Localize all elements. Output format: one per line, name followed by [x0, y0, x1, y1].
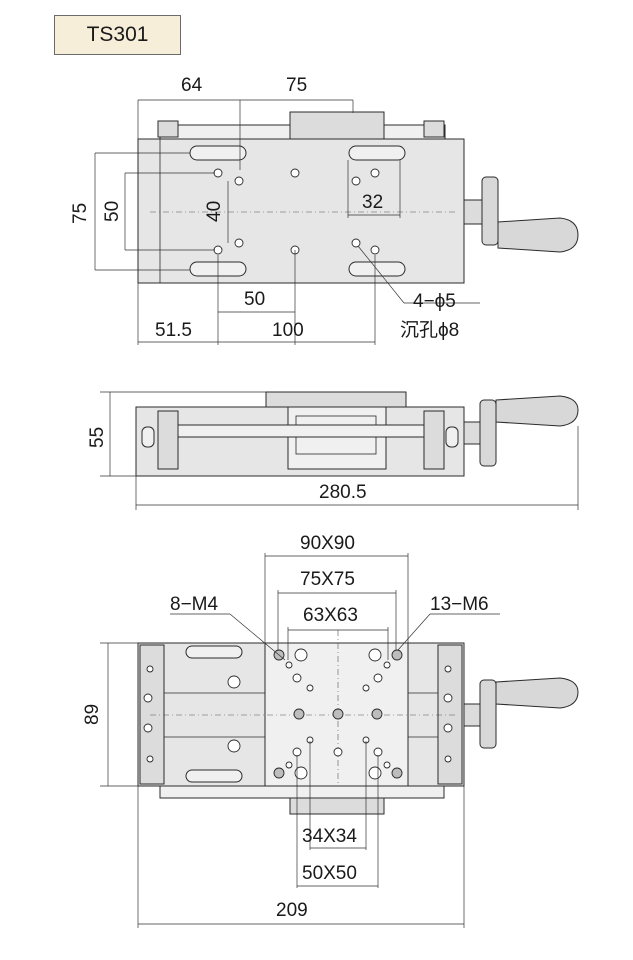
- dim-75-width: 75: [286, 75, 307, 96]
- bottom-handle-shaft: [463, 703, 481, 727]
- bottom-slot-bottom: [185, 769, 243, 783]
- dim-55: 55: [87, 427, 108, 448]
- stage-body-top: [137, 138, 465, 284]
- callout-8-m4: 8−M4: [170, 594, 218, 615]
- dim-50-height: 50: [102, 201, 123, 222]
- dim-209: 209: [276, 900, 308, 921]
- side-carriage-top: [265, 391, 407, 409]
- handle-grip: [497, 217, 579, 253]
- top-holes: [213, 168, 380, 255]
- bottom-holes: [143, 648, 453, 780]
- slot-tl: [189, 145, 247, 161]
- lead-screw: [177, 424, 429, 438]
- rail-end-left: [157, 120, 179, 138]
- dim-64: 64: [181, 75, 203, 96]
- dim-75-height: 75: [70, 203, 91, 224]
- bottom-slot-top: [185, 645, 243, 659]
- bottom-end-right: [437, 644, 463, 785]
- dim-40: 40: [204, 201, 225, 222]
- handle-wheel: [481, 176, 499, 246]
- dim-89: 89: [82, 704, 103, 725]
- dim-32: 32: [362, 192, 383, 213]
- end-block-left: [157, 410, 179, 470]
- side-carriage: [287, 406, 387, 470]
- rail-end-right: [423, 120, 445, 138]
- top-view: 64 75 75 50 40 32 50 51.5 100 4−ϕ5 沉孔ϕ8: [70, 75, 579, 345]
- dim-100: 100: [272, 320, 304, 341]
- bottom-rail: [159, 785, 445, 799]
- dim-50x50: 50X50: [302, 863, 357, 884]
- dim-63x63: 63X63: [303, 605, 358, 626]
- hole-callout-counterbore: 沉孔ϕ8: [400, 319, 459, 341]
- bottom-end-left: [139, 644, 165, 785]
- dim-51-5: 51.5: [155, 320, 192, 341]
- hole-callout-dia5: 4−ϕ5: [413, 291, 456, 312]
- handle-shaft: [463, 199, 483, 225]
- dim-50-width: 50: [244, 289, 265, 310]
- slot-tr: [348, 145, 406, 161]
- side-handle-grip: [495, 395, 579, 427]
- side-handle-shaft: [463, 421, 481, 445]
- side-slot-left: [141, 426, 155, 448]
- bottom-handle-grip: [495, 677, 579, 709]
- dim-90x90: 90X90: [300, 533, 355, 554]
- bottom-handle-wheel: [479, 679, 497, 749]
- side-slot-right: [445, 426, 459, 448]
- top-carriage-tab: [289, 111, 385, 141]
- bottom-view: 90X90 75X75 63X63 8−M4 13−M6 89 34X34 50…: [82, 533, 579, 928]
- dim-34x34: 34X34: [302, 826, 357, 847]
- model-tag: TS301: [54, 15, 181, 55]
- side-handle-wheel: [479, 399, 497, 467]
- end-block-right: [423, 410, 445, 470]
- dim-280-5: 280.5: [319, 482, 367, 503]
- callout-13-m6: 13−M6: [430, 594, 489, 615]
- dim-75x75: 75X75: [300, 569, 355, 590]
- side-view: 55 280.5: [87, 391, 579, 510]
